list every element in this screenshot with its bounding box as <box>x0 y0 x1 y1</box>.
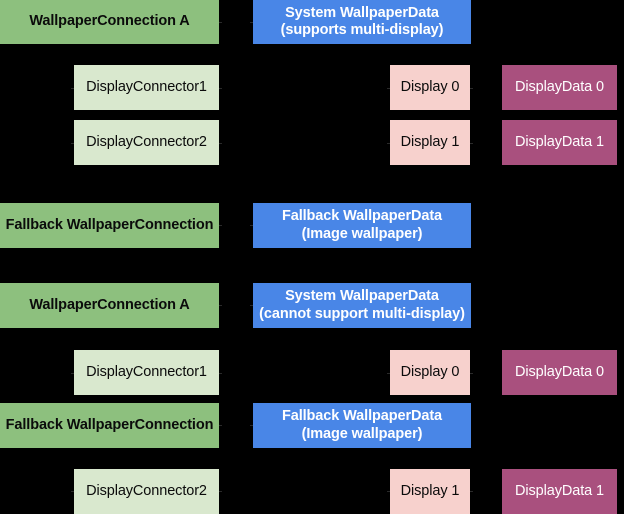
connector-tick <box>219 88 222 89</box>
node-display-data-0-bottom: DisplayData 0 <box>502 350 617 395</box>
node-display-connector-1-top: DisplayConnector1 <box>74 65 219 110</box>
node-fallback-wallpaperdata-bottom: Fallback WallpaperData (Image wallpaper) <box>253 403 471 448</box>
node-wallpaper-connection-a-top: WallpaperConnection A <box>0 0 219 44</box>
node-display-connector-2-bottom: DisplayConnector2 <box>74 469 219 514</box>
connector-tick <box>71 88 74 89</box>
node-system-wallpaperdata-nomulti: System WallpaperData (cannot support mul… <box>253 283 471 328</box>
connector-tick <box>250 22 253 23</box>
node-fallback-wallpaperdata-top: Fallback WallpaperData (Image wallpaper) <box>253 203 471 248</box>
connector-tick <box>219 22 222 23</box>
connector-tick <box>470 143 473 144</box>
connector-tick <box>470 88 473 89</box>
node-display-data-0-top: DisplayData 0 <box>502 65 617 110</box>
connector-tick <box>219 305 222 306</box>
connector-tick <box>219 491 222 492</box>
connector-tick <box>387 143 390 144</box>
node-wallpaper-connection-a-bottom: WallpaperConnection A <box>0 283 219 328</box>
connector-tick <box>219 225 222 226</box>
node-display-data-1-bottom: DisplayData 1 <box>502 469 617 514</box>
node-system-wallpaperdata-multi: System WallpaperData (supports multi-dis… <box>253 0 471 44</box>
connector-tick <box>387 373 390 374</box>
connector-tick <box>219 425 222 426</box>
connector-tick <box>470 373 473 374</box>
node-display-0-bottom: Display 0 <box>390 350 470 395</box>
connector-tick <box>387 88 390 89</box>
connector-tick <box>250 425 253 426</box>
connector-tick <box>387 491 390 492</box>
connector-tick <box>71 373 74 374</box>
node-fallback-wallpaper-connection-bottom: Fallback WallpaperConnection <box>0 403 219 448</box>
node-display-connector-2-top: DisplayConnector2 <box>74 120 219 165</box>
connector-tick <box>470 491 473 492</box>
node-display-0-top: Display 0 <box>390 65 470 110</box>
connector-tick <box>219 373 222 374</box>
connector-tick <box>219 143 222 144</box>
connector-tick <box>71 491 74 492</box>
node-fallback-wallpaper-connection-top: Fallback WallpaperConnection <box>0 203 219 248</box>
node-display-1-top: Display 1 <box>390 120 470 165</box>
connector-tick <box>250 305 253 306</box>
node-display-1-bottom: Display 1 <box>390 469 470 514</box>
node-display-connector-1-bottom: DisplayConnector1 <box>74 350 219 395</box>
node-display-data-1-top: DisplayData 1 <box>502 120 617 165</box>
connector-tick <box>250 225 253 226</box>
connector-tick <box>71 143 74 144</box>
